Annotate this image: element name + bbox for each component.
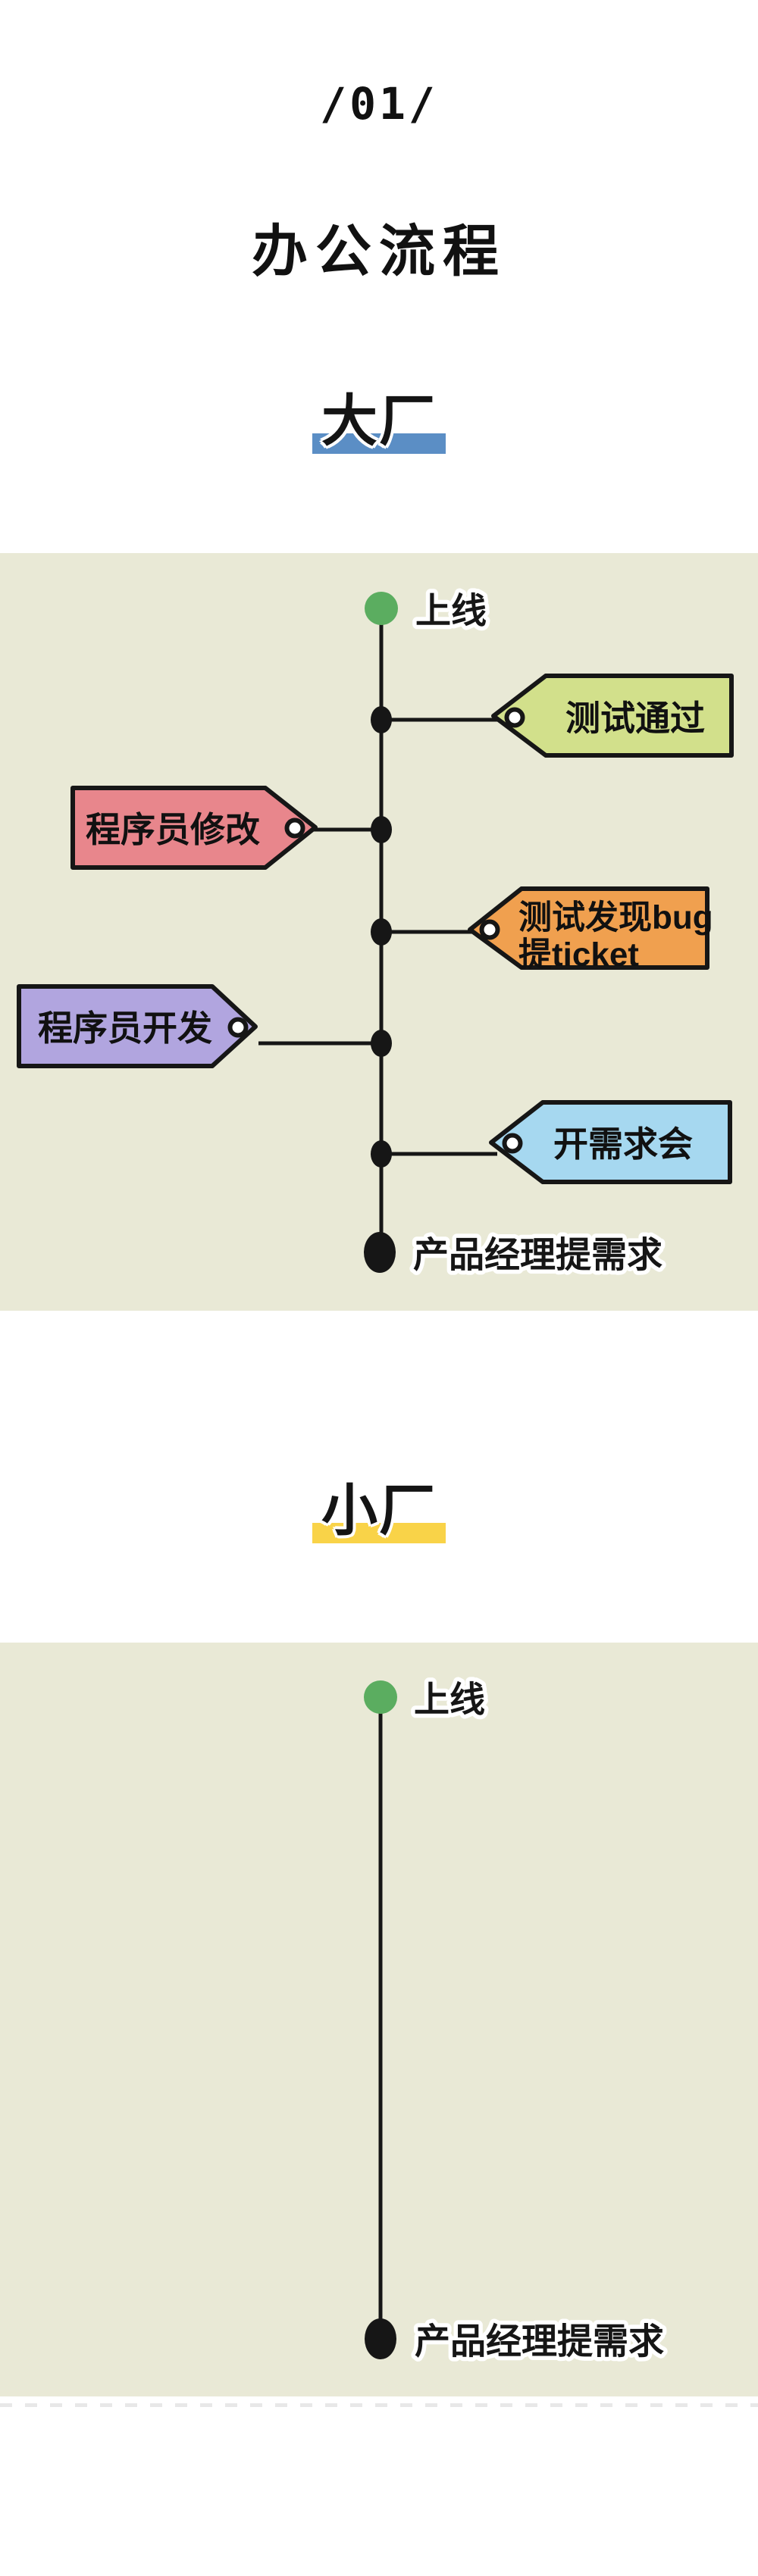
go-live-label: 上线 xyxy=(415,591,487,631)
tag-dev-shape xyxy=(17,984,258,1068)
small-company-timeline-graphic: 上线 产品经理提需求 xyxy=(364,1675,669,2365)
small-company-label: 小厂 xyxy=(321,1479,437,1542)
page-title: 办公流程 xyxy=(252,220,506,283)
milestone-dot-meeting xyxy=(371,1140,392,1168)
tag-fix-hole xyxy=(284,818,305,839)
tag-bug-label-line2: 提ticket xyxy=(518,936,639,974)
milestone-dot-test-pass xyxy=(371,706,392,733)
milestone-dot-bug xyxy=(371,918,392,946)
tag-fix-shape xyxy=(70,786,318,870)
tag-dev-hole xyxy=(227,1017,249,1038)
tag-test-pass-shape xyxy=(491,674,734,758)
tag-dev-label: 程序员开发 xyxy=(38,1008,212,1048)
tear-line xyxy=(0,2403,758,2407)
tag-bug-label-line1: 测试发现bug xyxy=(518,899,713,936)
start-label: 产品经理提需求 xyxy=(413,1235,662,1275)
go-live-label: 上线 xyxy=(414,1680,485,1720)
tag-meeting-label: 开需求会 xyxy=(553,1124,693,1164)
tag-meeting-shape xyxy=(489,1100,732,1184)
tag-bug-hole xyxy=(479,919,500,940)
tag-test-pass-hole xyxy=(504,707,525,728)
big-company-timeline-graphic: 上线 产品经理提需求 测试通过 程序员修改 测试发现bug 提ticket 程序… xyxy=(17,586,734,1279)
milestone-dot-dev xyxy=(371,1030,392,1057)
big-company-heading: 大厂 xyxy=(0,388,758,455)
start-dot xyxy=(364,1232,396,1273)
tag-test-pass-label: 测试通过 xyxy=(565,699,705,738)
small-company-panel: 上线 产品经理提需求 xyxy=(0,1643,758,2396)
tag-fix-label: 程序员修改 xyxy=(86,810,260,849)
go-live-dot xyxy=(364,1680,397,1714)
start-label: 产品经理提需求 xyxy=(415,2321,664,2362)
tag-meeting-hole xyxy=(502,1133,523,1154)
go-live-dot xyxy=(365,592,398,625)
start-dot xyxy=(365,2318,396,2359)
tag-bug-shape xyxy=(468,886,709,970)
big-company-panel: 上线 产品经理提需求 测试通过 程序员修改 测试发现bug 提ticket 程序… xyxy=(0,553,758,1311)
small-company-heading: 小厂 xyxy=(0,1477,758,1545)
section-number: /01/ xyxy=(320,78,438,130)
big-company-underline xyxy=(312,433,446,454)
milestone-dot-fix xyxy=(371,816,392,843)
small-company-underline xyxy=(312,1522,446,1543)
big-company-label: 大厂 xyxy=(321,389,437,452)
